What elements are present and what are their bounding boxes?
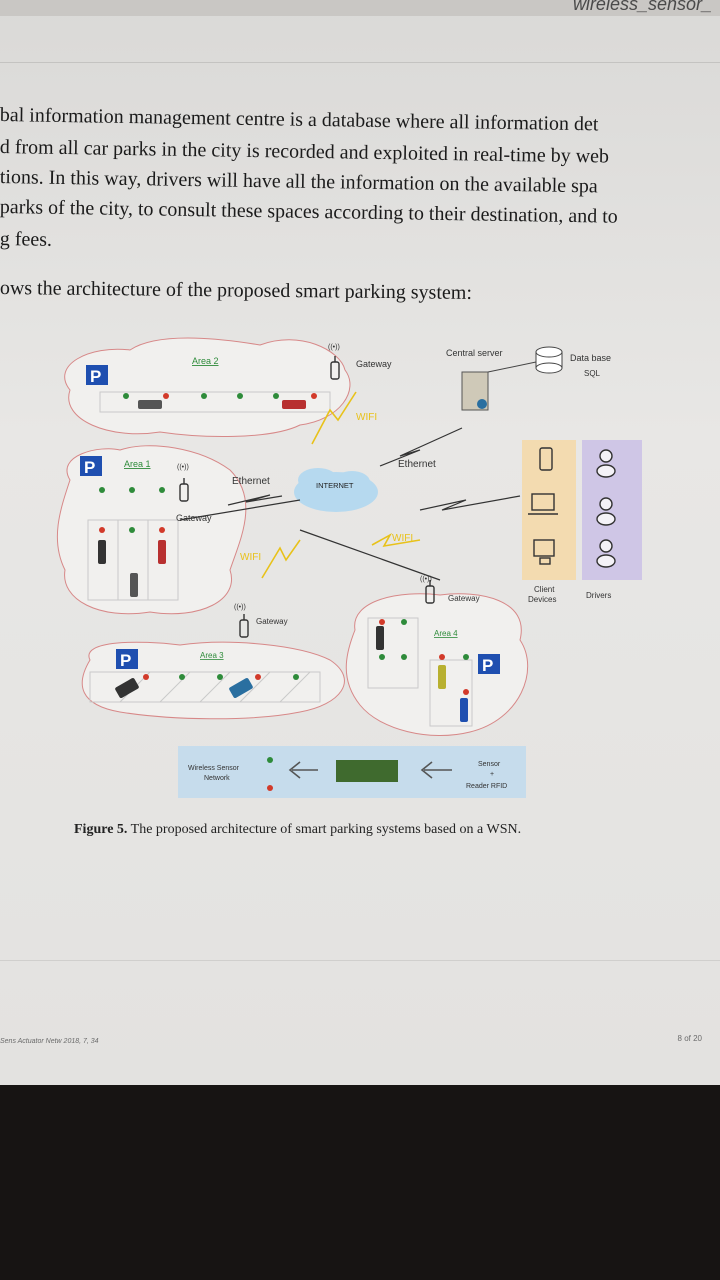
gateway-mid-label: Gateway <box>256 617 288 626</box>
area4-parking-grid <box>367 617 419 689</box>
ethernet-right-label: Ethernet <box>398 459 436 470</box>
ethernet-left-link <box>227 494 283 506</box>
window-top-bar: wireless_sensor_ <box>0 0 720 16</box>
svg-text:((•)): ((•)) <box>420 576 432 583</box>
area2-label: Area 2 <box>192 356 219 366</box>
svg-text:P: P <box>84 458 95 477</box>
legend-arrow-right <box>420 761 452 779</box>
document-page: wireless_sensor_ bal information managem… <box>0 0 720 1085</box>
architecture-figure: INTERNET P P P P Area 2 Area 1 Area 3 Ar… <box>56 337 642 798</box>
svg-text:P: P <box>482 656 493 675</box>
wifi-left-link <box>261 539 301 579</box>
page-number: 8 of 20 <box>677 1034 702 1043</box>
client-devices-label-2: Devices <box>528 595 556 604</box>
tab-title-fragment: wireless_sensor_ <box>572 0 712 14</box>
database-label: Data base <box>570 353 611 363</box>
wifi-left-label: WIFI <box>240 552 261 563</box>
gateway-icons <box>179 356 435 638</box>
parking-sign-area3: P <box>116 649 138 670</box>
wifi-top-label: WIFI <box>356 412 377 423</box>
footer-citation: Sens Actuator Netw 2018, 7, 34 <box>0 1038 99 1045</box>
central-server-label: Central server <box>446 348 503 358</box>
drivers-label: Drivers <box>586 591 611 600</box>
client-devices-label-1: Client <box>534 585 555 594</box>
server-icon <box>461 371 489 411</box>
area1-label: Area 1 <box>124 459 151 469</box>
footer-rule <box>0 960 720 961</box>
wifi-right-label: WIFI <box>392 533 413 544</box>
area3-parking-row <box>89 671 321 703</box>
internet-label: INTERNET <box>316 481 354 490</box>
sensor-nodes <box>99 393 469 695</box>
area1-cloud <box>56 445 247 615</box>
area1-parking-grid <box>87 519 179 601</box>
svg-text:((•)): ((•)) <box>234 604 246 611</box>
header-rule <box>0 62 720 63</box>
svg-text:P: P <box>120 651 131 670</box>
legend-arrow-left <box>288 761 318 779</box>
svg-text:((•)): ((•)) <box>328 344 340 351</box>
wifi-top-link <box>311 391 357 445</box>
parked-cars <box>98 400 468 722</box>
parking-sign-area1: P <box>80 456 102 477</box>
parking-sign-area4: P <box>478 654 500 675</box>
gateway-right-label: Gateway <box>448 594 480 603</box>
area2-cloud <box>64 337 351 437</box>
ethernet-left-label: Ethernet <box>232 476 270 487</box>
database-icon <box>535 346 563 374</box>
area4-label: Area 4 <box>434 629 458 638</box>
wsn-label-1: Wireless Sensor <box>188 765 240 772</box>
sensor-board-icon <box>336 760 398 782</box>
svg-text:P: P <box>90 367 101 386</box>
wsn-label-2: Network <box>204 775 230 782</box>
ethernet-client-link <box>419 495 521 511</box>
gateway-top-label: Gateway <box>356 359 392 369</box>
area3-label: Area 3 <box>200 651 224 660</box>
wifi-right-link <box>371 532 421 548</box>
client-device-icons <box>528 447 558 565</box>
area2-parking-row <box>99 391 331 413</box>
figure-caption: Figure 5. The proposed architecture of s… <box>74 822 522 837</box>
sensor-label-1: Sensor <box>478 761 501 768</box>
sensor-plus: + <box>490 771 494 778</box>
parking-sign-area2: P <box>86 365 108 386</box>
sensor-label-2: Reader RFID <box>466 783 507 790</box>
dark-background-area <box>0 1085 720 1280</box>
ethernet-right-link <box>379 427 463 467</box>
area3-cloud <box>81 641 345 720</box>
svg-text:((•)): ((•)) <box>177 464 189 471</box>
driver-icons <box>596 449 616 568</box>
sql-label: SQL <box>584 369 601 378</box>
area4-cloud <box>345 593 529 737</box>
